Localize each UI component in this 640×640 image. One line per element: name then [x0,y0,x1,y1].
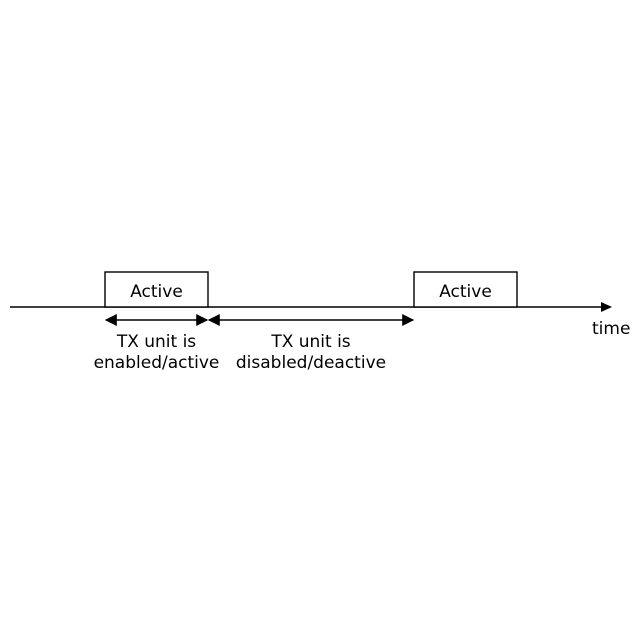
time-axis-label: time [592,319,630,339]
span-enabled-label-line1: TX unit is [116,332,196,352]
time-axis-arrowhead [601,302,612,312]
span-disabled-label-line2: disabled/deactive [236,353,386,373]
span-disabled-label-line1: TX unit is [270,332,350,352]
span-enabled-label-line2: enabled/active [94,353,220,373]
active-box-1-label: Active [130,282,183,302]
active-box-2: Active [414,272,517,307]
span-disabled: TX unit is disabled/deactive [209,320,413,373]
active-box-2-label: Active [439,282,492,302]
span-enabled: TX unit is enabled/active [94,320,220,373]
active-box-1: Active [105,272,208,307]
